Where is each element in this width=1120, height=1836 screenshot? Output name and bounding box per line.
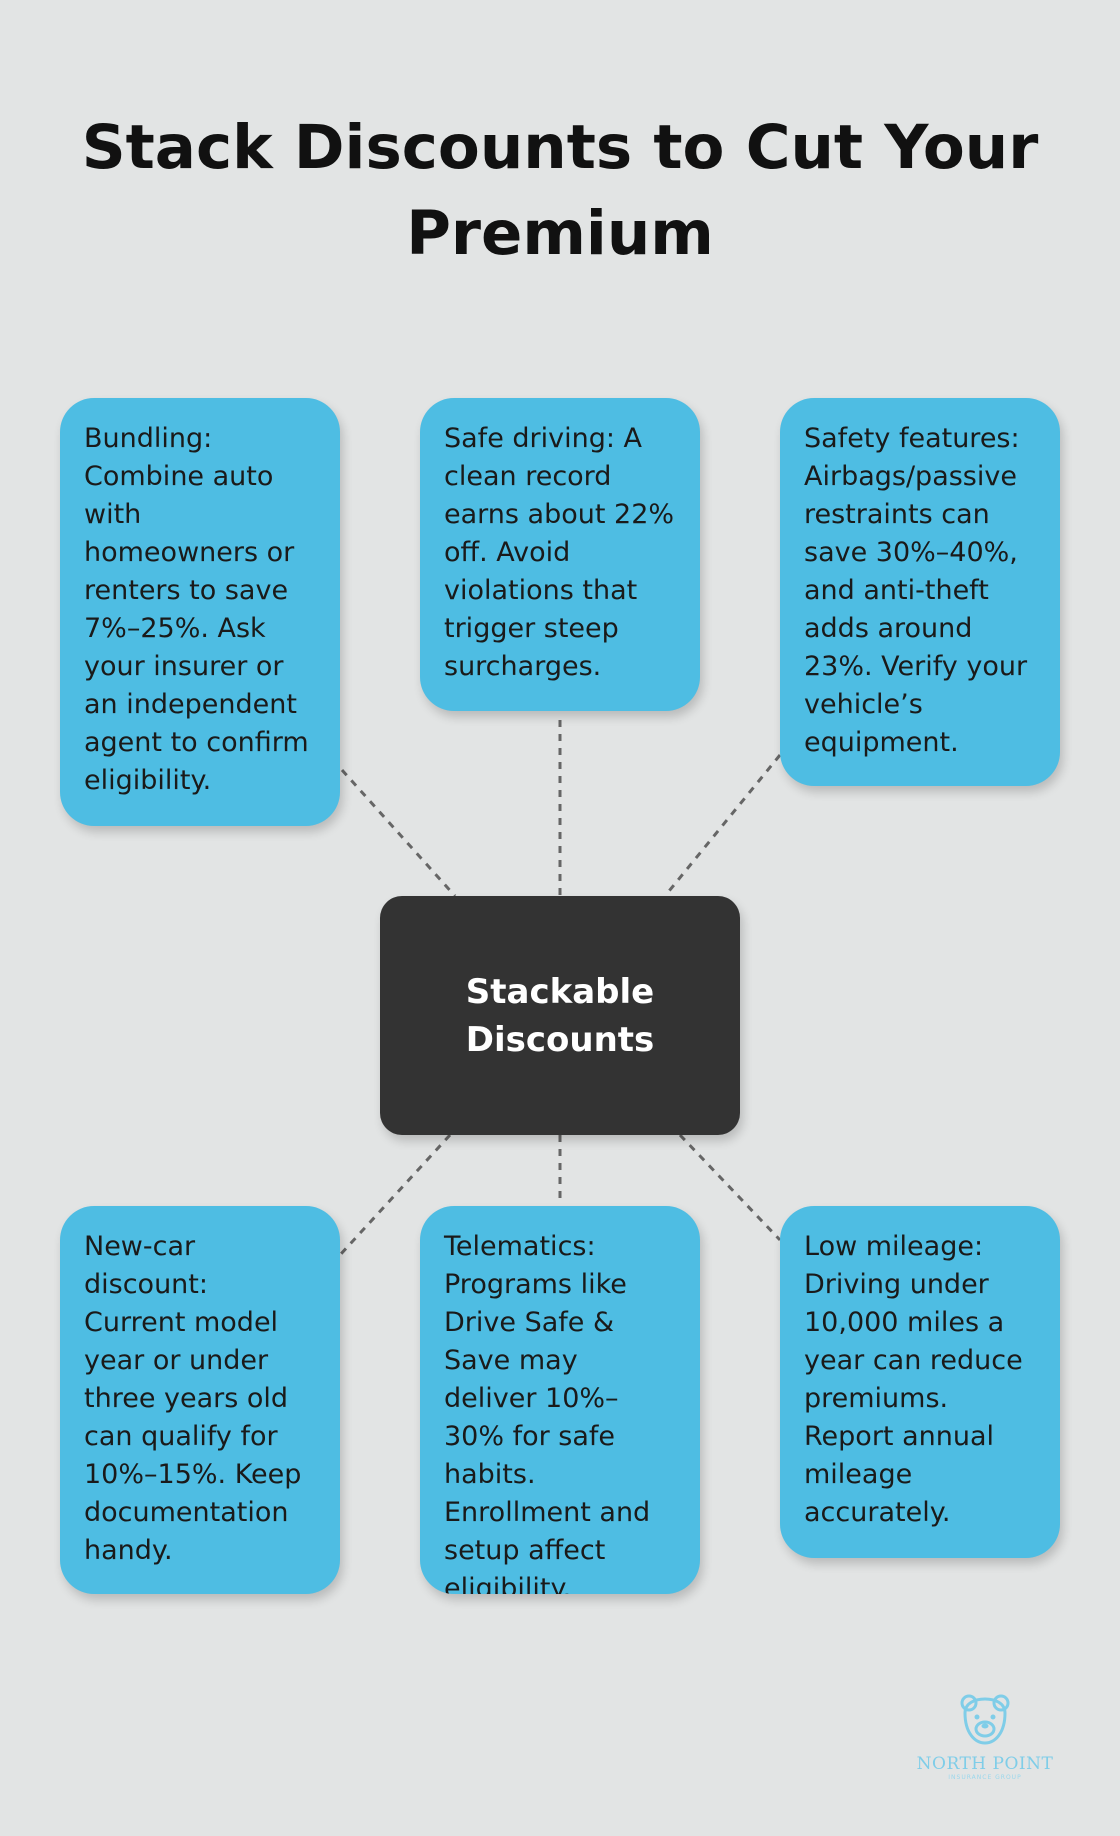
card-new-car-text: New-car discount: Current model year or …	[84, 1231, 302, 1566]
card-safety-features: Safety features: Airbags/passive restrai…	[780, 398, 1060, 786]
card-low-mileage: Low mileage: Driving under 10,000 miles …	[780, 1206, 1060, 1558]
page-title: Stack Discounts to Cut Your Premium	[81, 112, 1039, 269]
card-bundling-text: Bundling: Combine auto with homeowners o…	[84, 423, 309, 796]
card-low-mileage-text: Low mileage: Driving under 10,000 miles …	[804, 1231, 1023, 1528]
center-node: Stackable Discounts	[380, 896, 740, 1135]
connector-low-mileage	[678, 1133, 782, 1242]
card-telematics: Telematics: Programs like Drive Safe & S…	[420, 1206, 700, 1594]
card-new-car: New-car discount: Current model year or …	[60, 1206, 340, 1594]
logo-subtitle: INSURANCE GROUP	[948, 1774, 1022, 1781]
card-safety-features-text: Safety features: Airbags/passive restrai…	[804, 423, 1028, 758]
card-bundling: Bundling: Combine auto with homeowners o…	[60, 398, 340, 826]
card-safe-driving-text: Safe driving: A clean record earns about…	[444, 423, 675, 682]
connector-bundling	[340, 768, 457, 898]
center-label: Stackable Discounts	[465, 971, 655, 1060]
card-telematics-text: Telematics: Programs like Drive Safe & S…	[444, 1231, 651, 1594]
connector-safety-features	[663, 754, 782, 897]
company-logo: NORTH POINT INSURANCE GROUP	[905, 1693, 1065, 1783]
bear-icon	[960, 1694, 1010, 1745]
logo-name: NORTH POINT	[916, 1754, 1054, 1774]
card-safe-driving: Safe driving: A clean record earns about…	[420, 398, 700, 711]
